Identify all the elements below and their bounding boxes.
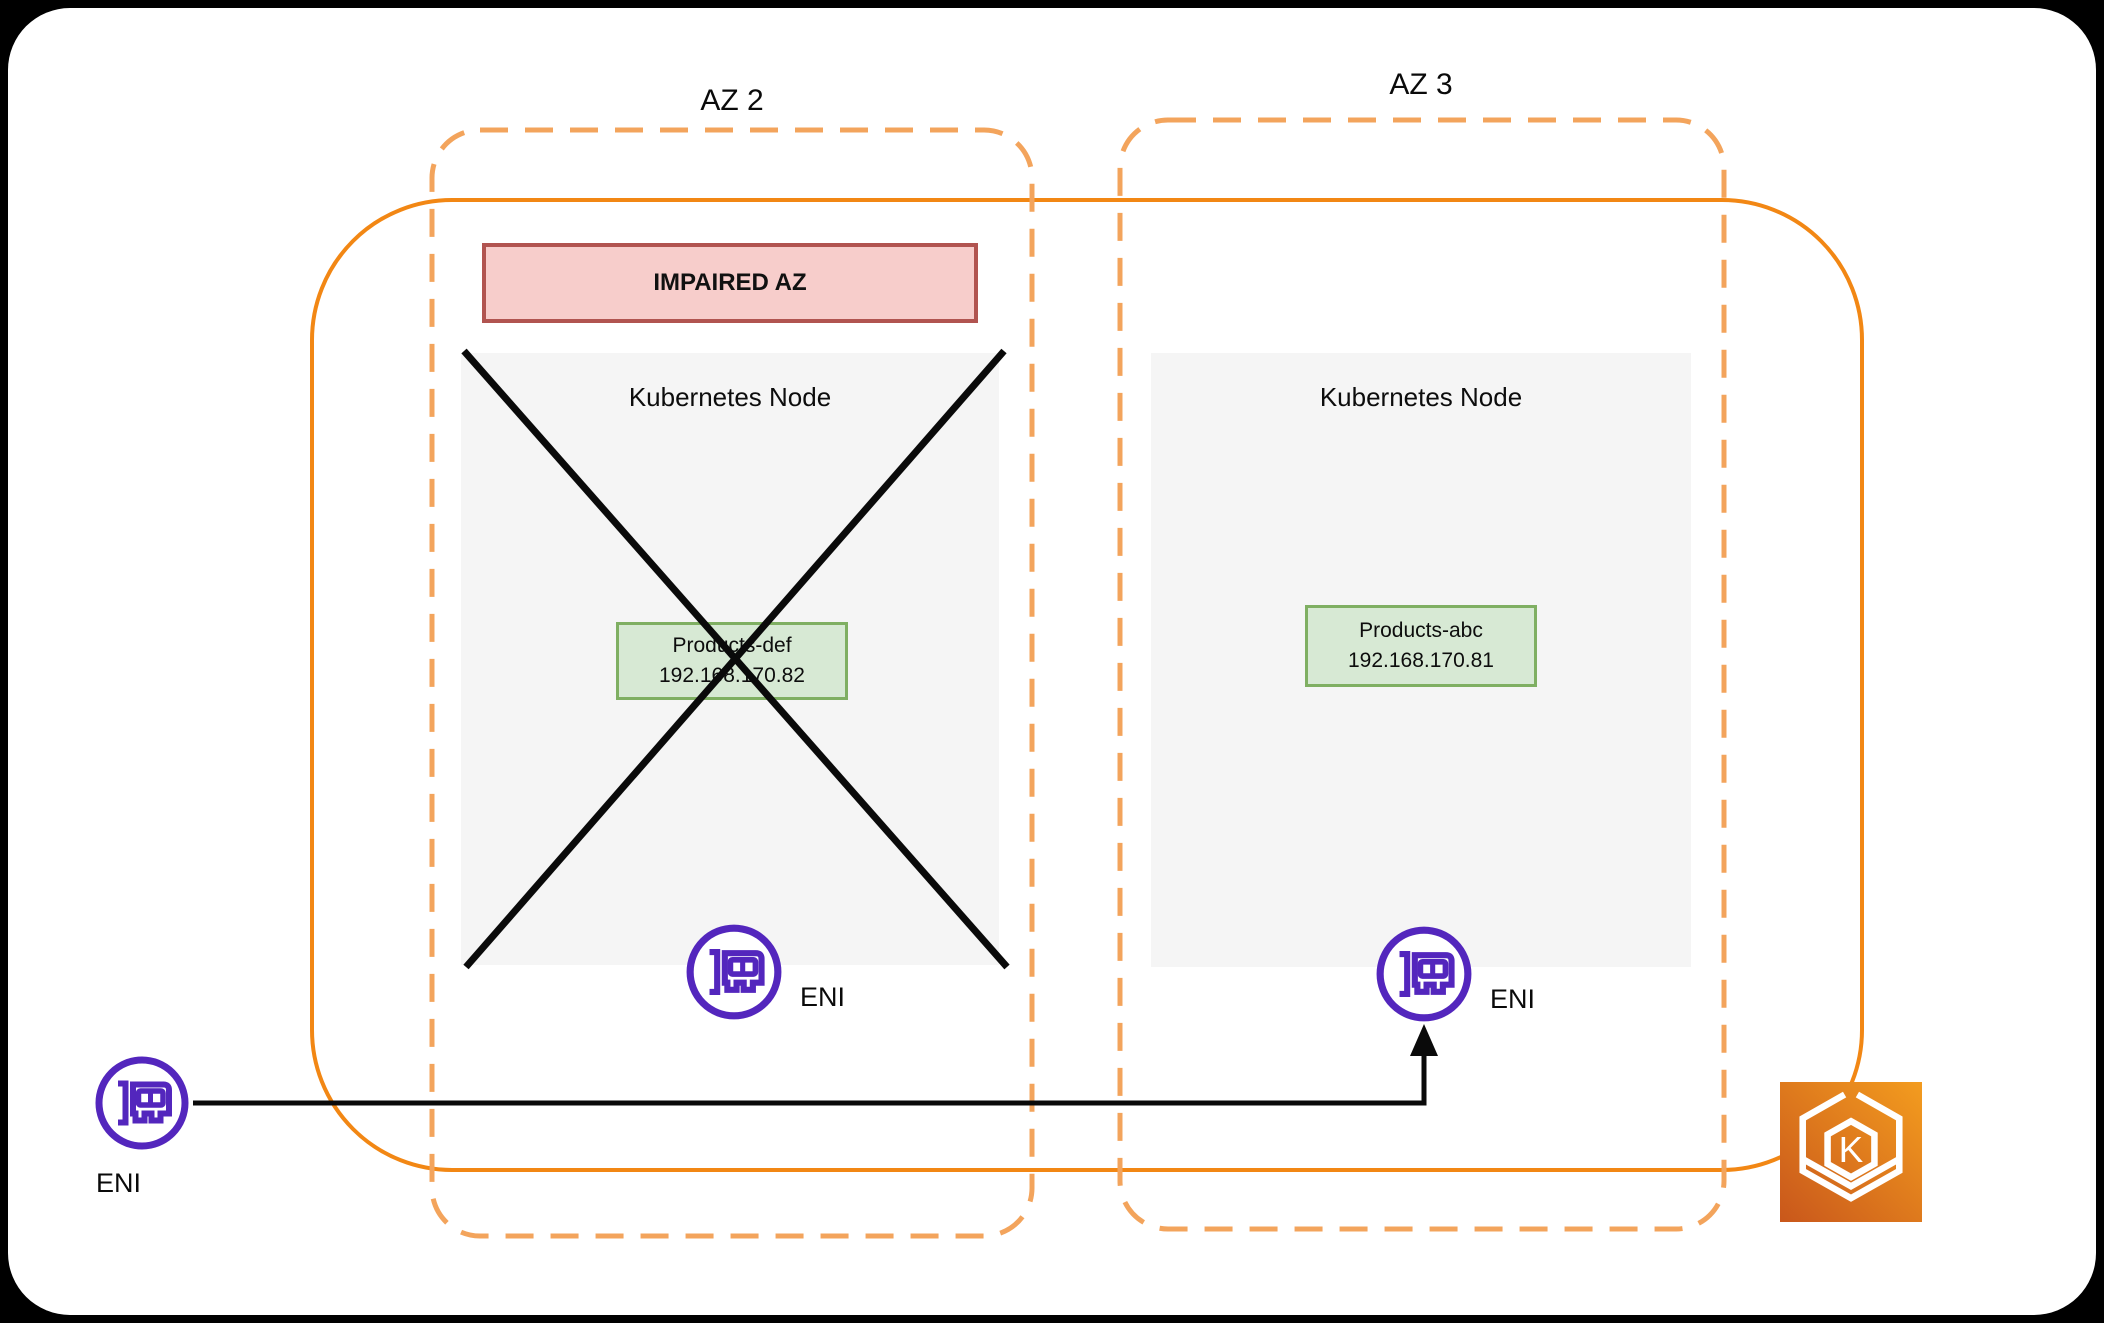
kubernetes-node-right-title: Kubernetes Node [1319,382,1523,412]
az3-label: AZ 3 [1389,68,1453,101]
pod-products-abc-ip: 192.168.170.81 [1348,649,1494,672]
eks-cluster-boundary [310,198,1864,1172]
kubernetes-node-left-title: Kubernetes Node [628,382,832,412]
eni-icon-node-right [1380,930,1468,1018]
pod-products-abc-name: Products-abc [1359,619,1483,642]
eks-icon-cube-outline [1799,1091,1903,1202]
eni-icon-node-left [690,928,778,1016]
failure-cross-icon [461,348,1010,970]
eks-icon-base-chevron [1801,1156,1901,1191]
eni-icon-external [99,1060,185,1146]
diagram-canvas [8,8,2096,1315]
az3-boundary [1117,117,1727,1232]
impaired-az-banner: IMPAIRED AZ [482,243,978,323]
arrowhead-icon [1410,1024,1438,1056]
impaired-az-banner-text: IMPAIRED AZ [653,269,807,296]
az2-boundary [429,127,1035,1239]
az2-label: AZ 2 [700,84,764,117]
eks-icon: K [1780,1082,1922,1222]
eks-icon-k8s-hexagon [1824,1117,1878,1181]
eni-label-node-right: ENI [1490,984,1536,1014]
eni-reattach-connector [193,1024,1438,1106]
eni-label-node-left: ENI [800,982,846,1012]
pod-products-def-name: Products-def [672,634,792,657]
eks-icon-letter: K [1839,1129,1864,1170]
eni-label-external: ENI [96,1168,142,1198]
pod-products-abc: Products-abc 192.168.170.81 [1305,605,1537,687]
pod-products-def-ip: 192.168.170.82 [659,664,805,687]
